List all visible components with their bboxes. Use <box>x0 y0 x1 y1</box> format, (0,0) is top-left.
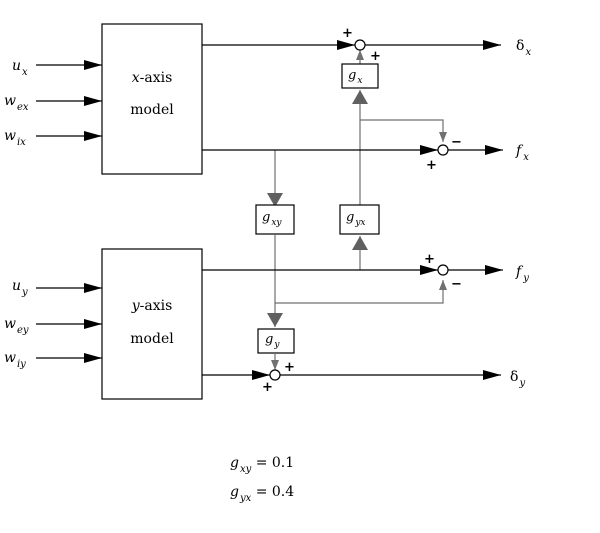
dy-output-label: δy <box>510 369 525 389</box>
wey-label: wey <box>4 316 29 336</box>
coupling-wiring <box>267 50 447 370</box>
dx-output-label: δx <box>516 38 531 58</box>
gain-gx-label: gx <box>348 68 362 86</box>
gain-gyx-block: gyx <box>339 204 380 235</box>
y-inputs: uy wey wiy <box>4 278 102 370</box>
sum-fy-sign-top: + <box>424 252 435 267</box>
wex-label: wex <box>4 93 29 113</box>
main-wiring <box>202 40 503 380</box>
sum-fy-sign-bottom: − <box>451 277 462 292</box>
gain-gxy-block: gxy <box>255 204 295 235</box>
sum-junction-dx: + + <box>342 26 381 64</box>
wix-label: wix <box>4 128 26 148</box>
gain-gyx-label: gyx <box>346 210 366 228</box>
sum-dy-sign-bottom: + <box>262 380 273 395</box>
gyx-value-note: gyx = 0.4 <box>230 484 294 504</box>
x-axis-model-block: x-axis model <box>101 23 203 175</box>
y-axis-model-title: y-axis <box>131 298 173 314</box>
y-axis-model-subtitle: model <box>130 331 174 347</box>
gain-gy-label: gy <box>265 332 280 350</box>
sum-junction-dy: + + <box>262 360 295 395</box>
wiy-label: wiy <box>4 350 26 370</box>
x-inputs: ux wex wix <box>4 58 102 148</box>
sum-dx-sign-bottom: + <box>370 49 381 64</box>
uy-label: uy <box>12 278 28 298</box>
sum-fx-sign-bottom: + <box>426 158 437 173</box>
gain-gx-block: gx <box>341 63 379 89</box>
sum-fx-sign-top: − <box>451 135 462 150</box>
sum-dx-sign-top: + <box>342 26 353 41</box>
ux-label: ux <box>12 58 28 78</box>
sum-junction-fx: − + <box>426 135 462 173</box>
x-axis-model-title: x-axis <box>132 70 173 86</box>
x-axis-model-subtitle: model <box>130 102 174 118</box>
sum-junction-fy: + − <box>424 252 462 292</box>
y-axis-model-block: y-axis model <box>101 248 203 400</box>
sum-dy-sign-top: + <box>284 360 295 375</box>
gain-gy-block: gy <box>257 328 295 354</box>
gyx-to-fx-sum-arrow <box>360 119 447 142</box>
gxy-to-fy-sum-arrow <box>275 280 447 304</box>
gxy-value-note: gxy = 0.1 <box>230 455 294 475</box>
gain-gxy-label: gxy <box>262 210 282 228</box>
